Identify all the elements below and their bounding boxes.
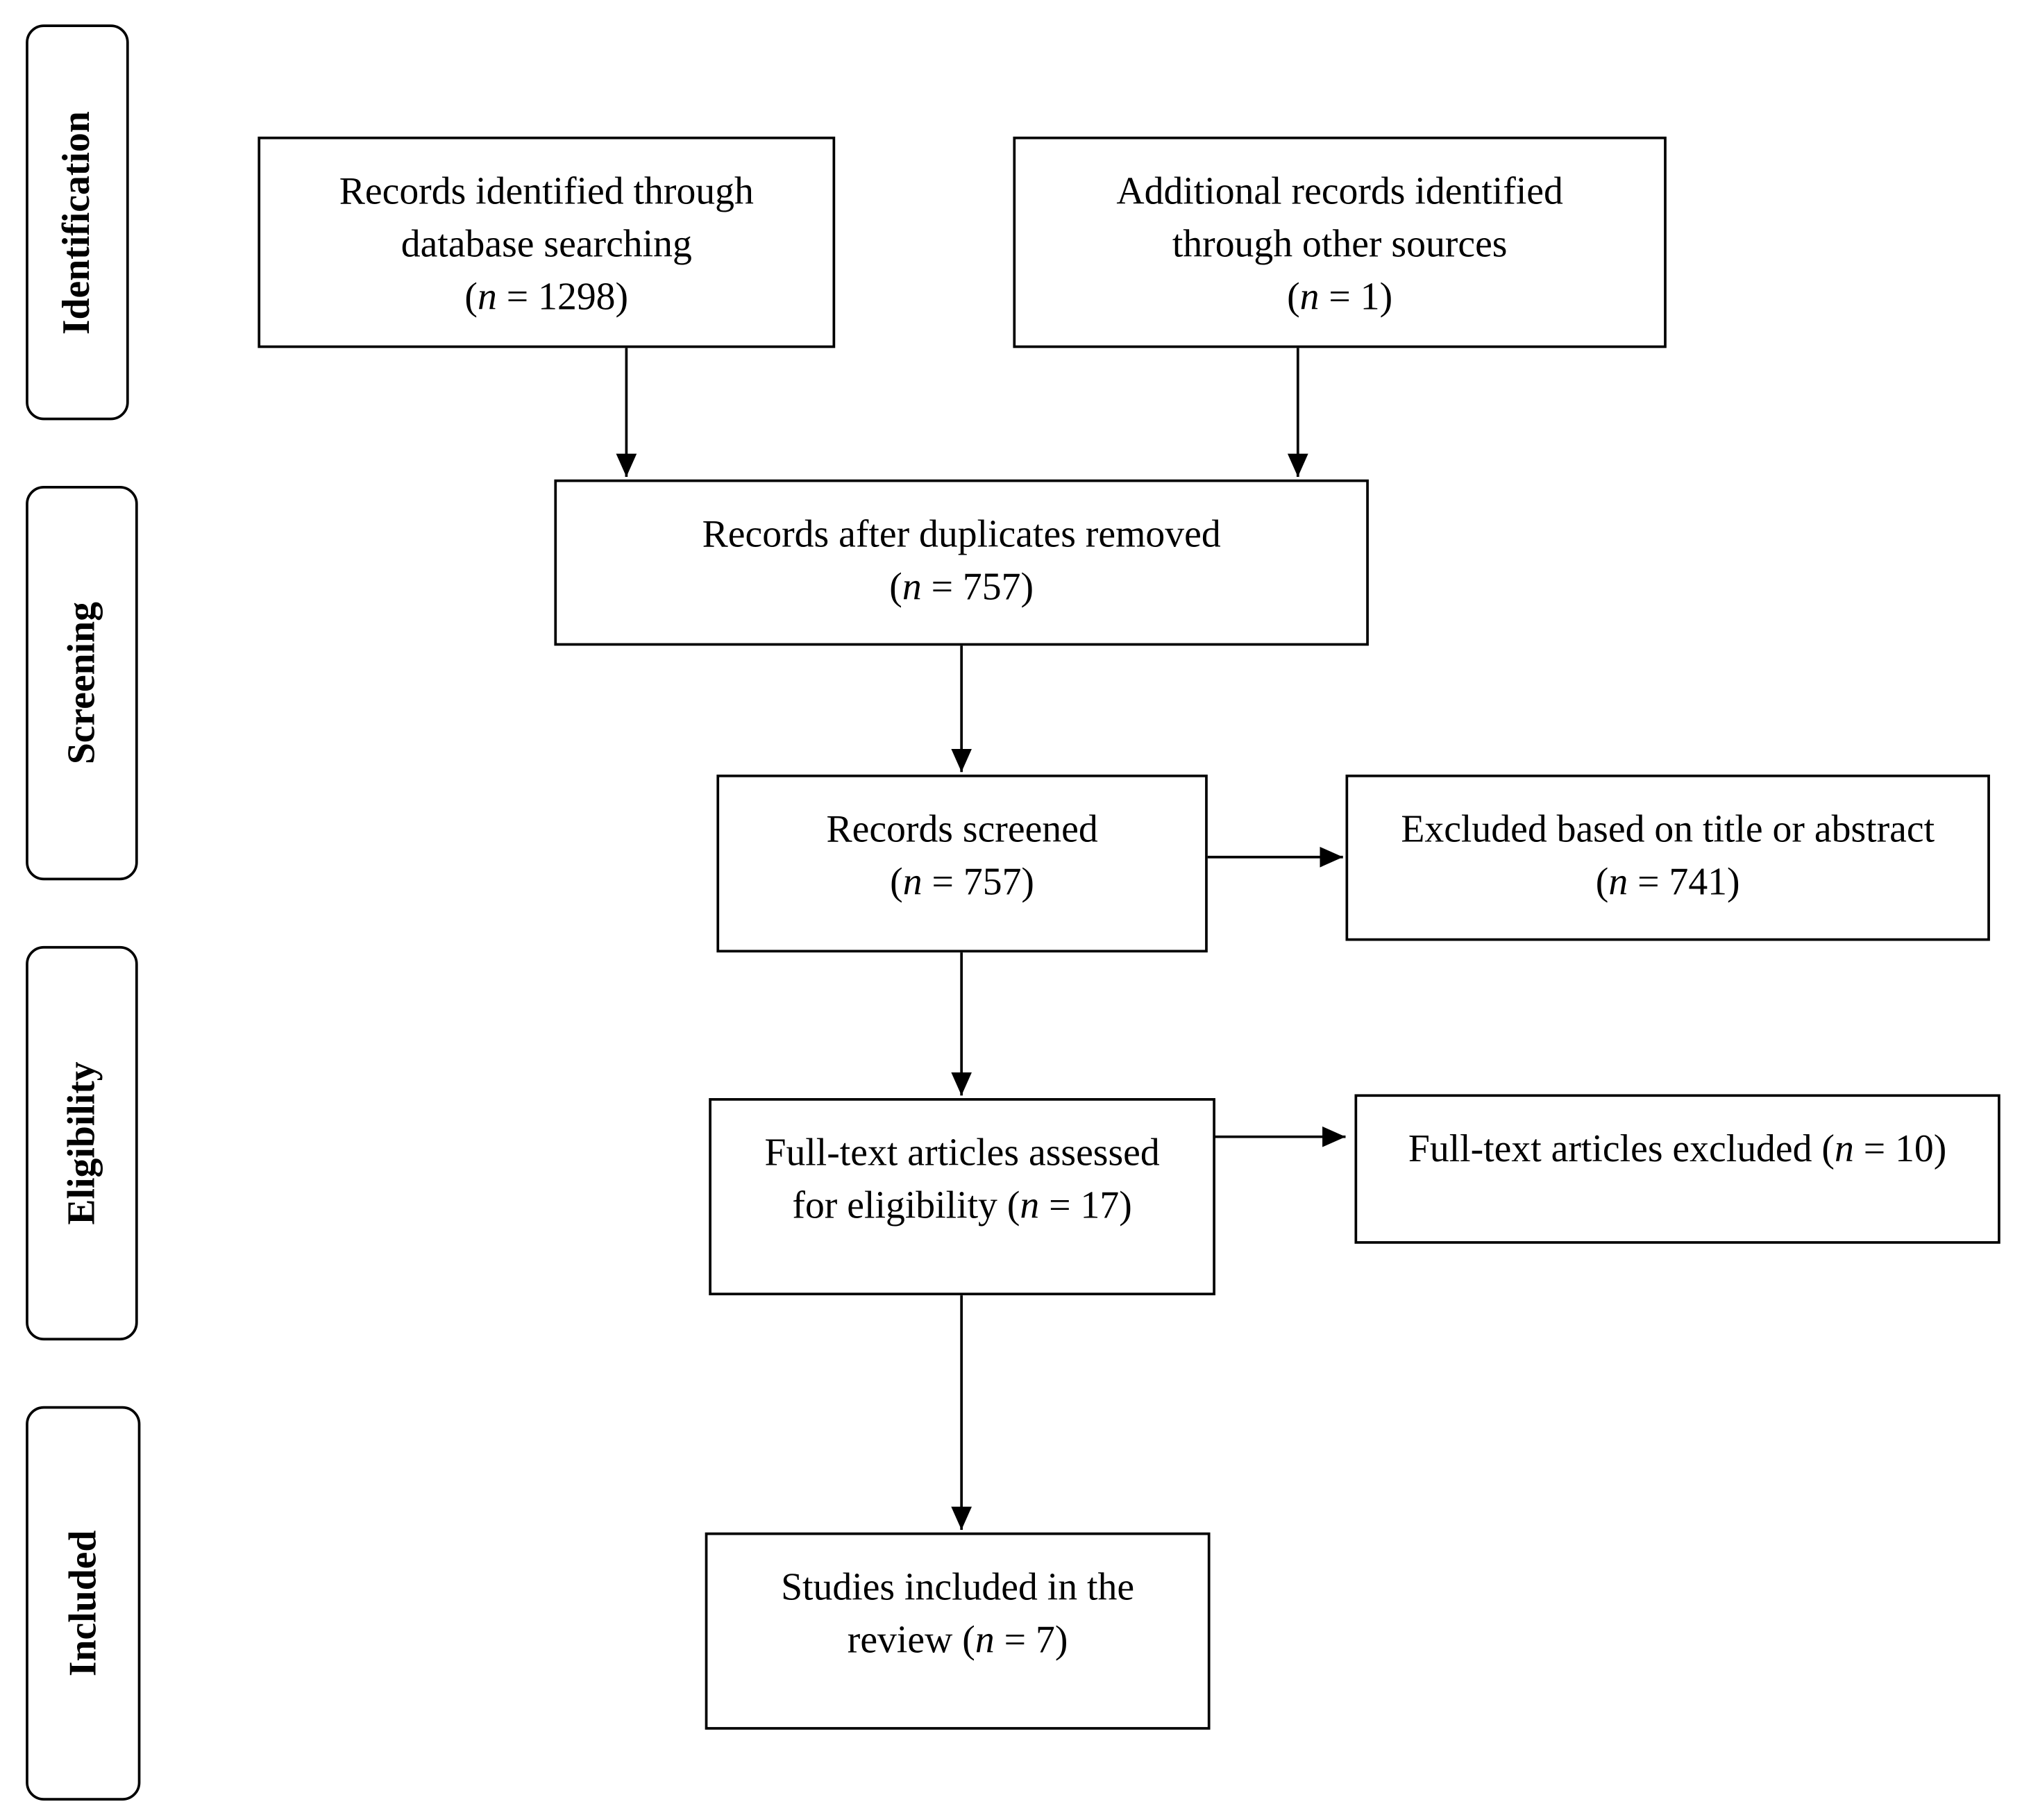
stage-label: Screening	[60, 602, 103, 765]
count-value: = 1)	[1319, 276, 1393, 319]
other-sources-box: Additional records identified through ot…	[1013, 136, 1667, 348]
record-count: (n = 757)	[719, 856, 1205, 909]
box-text-line: Records after duplicates removed	[702, 513, 1221, 556]
n-symbol: n	[975, 1619, 995, 1662]
n-symbol: n	[1299, 276, 1320, 319]
count-value: = 757)	[921, 566, 1034, 609]
n-symbol: n	[1020, 1184, 1040, 1227]
stage-label: Identification	[55, 110, 99, 335]
count-prefix: (	[889, 566, 902, 609]
box-text-line: database searching	[401, 223, 692, 266]
count-value: = 757)	[922, 861, 1034, 904]
database-records-box: Records identified through database sear…	[258, 136, 836, 348]
box-text-line: Excluded based on title or abstract	[1401, 808, 1935, 851]
box-text-line: Records identified through	[339, 170, 754, 213]
box-text-line: Full-text articles assessed	[764, 1131, 1160, 1174]
n-symbol: n	[1834, 1127, 1854, 1170]
count-value: = 7)	[994, 1619, 1068, 1662]
record-count: Full-text articles excluded (n = 10)	[1357, 1122, 1998, 1175]
fulltext-excluded-box: Full-text articles excluded (n = 10)	[1354, 1094, 2000, 1244]
stage-label: Eligibility	[60, 1061, 103, 1225]
after-duplicates-box: Records after duplicates removed (n = 75…	[554, 479, 1369, 646]
box-text-line: Additional records identified	[1116, 170, 1563, 213]
stage-label: Included	[61, 1530, 104, 1677]
box-text-line: through other sources	[1172, 223, 1508, 266]
box-text-line: review (	[847, 1619, 975, 1662]
record-count: (n = 1298)	[260, 271, 832, 323]
box-text-line: Studies included in the	[781, 1566, 1135, 1609]
record-count: review (n = 7)	[707, 1614, 1207, 1667]
count-value: = 17)	[1039, 1184, 1132, 1227]
count-prefix: (	[890, 861, 903, 904]
records-screened-box: Records screened (n = 757)	[716, 774, 1208, 953]
count-prefix: (	[464, 276, 478, 319]
count-prefix: (	[1595, 861, 1609, 904]
studies-included-box: Studies included in the review (n = 7)	[705, 1532, 1211, 1730]
stage-included: Included	[26, 1406, 141, 1801]
box-text-line: Records screened	[826, 808, 1098, 851]
n-symbol: n	[902, 566, 922, 609]
excluded-title-abstract-box: Excluded based on title or abstract (n =…	[1345, 774, 1990, 941]
record-count: (n = 1)	[1016, 271, 1664, 323]
count-value: = 1298)	[496, 276, 629, 319]
stage-screening: Screening	[26, 486, 138, 881]
n-symbol: n	[478, 276, 497, 319]
fulltext-assessed-box: Full-text articles assessed for eligibil…	[709, 1097, 1215, 1296]
box-text-line: for eligibility (	[792, 1184, 1020, 1227]
box-text-line: Full-text articles excluded (	[1408, 1127, 1835, 1170]
count-prefix: (	[1287, 276, 1300, 319]
stage-identification: Identification	[26, 24, 129, 421]
n-symbol: n	[1608, 861, 1628, 904]
record-count: for eligibility (n = 17)	[711, 1179, 1213, 1232]
stage-eligibility: Eligibility	[26, 945, 138, 1341]
n-symbol: n	[902, 861, 922, 904]
count-value: = 10)	[1853, 1127, 1947, 1170]
record-count: (n = 757)	[557, 561, 1366, 614]
count-value: = 741)	[1628, 861, 1740, 904]
record-count: (n = 741)	[1348, 856, 1987, 909]
